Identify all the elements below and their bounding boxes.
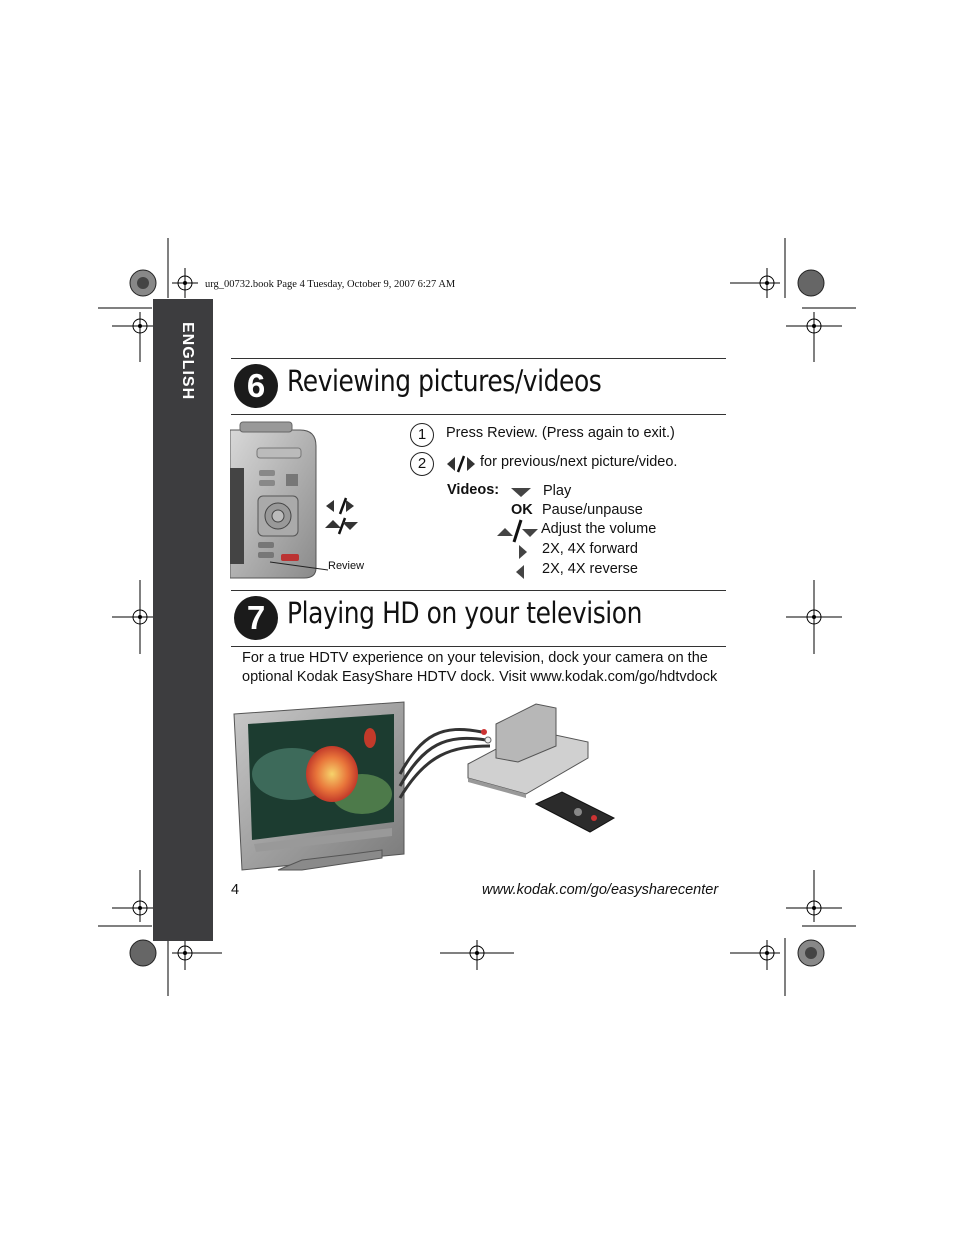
video-pause-text: Pause/unpause xyxy=(542,502,643,518)
language-label: ENGLISH xyxy=(168,318,210,401)
videos-label: Videos: xyxy=(447,482,500,498)
ok-button-label: OK xyxy=(511,502,533,518)
up-down-arrows-icon xyxy=(497,519,538,543)
video-volume-text: Adjust the volume xyxy=(541,521,657,537)
left-arrow-icon xyxy=(516,565,524,579)
section-7-top-rule xyxy=(231,590,726,591)
step-2-text: for previous/next picture/video. xyxy=(480,454,678,470)
review-callout-label: Review xyxy=(328,560,365,572)
footer-url: www.kodak.com/go/easysharecenter xyxy=(482,882,719,898)
step-2-number: 2 xyxy=(410,452,434,476)
language-side-tab xyxy=(153,299,213,941)
step-1-text: Press Review. (Press again to exit.) xyxy=(446,425,675,441)
video-forward-text: 2X, 4X forward xyxy=(542,541,638,557)
video-play-text: Play xyxy=(543,483,572,499)
hdtv-paragraph-line-2: optional Kodak EasyShare HDTV dock. Visi… xyxy=(242,669,718,685)
left-right-arrows-icon xyxy=(447,455,475,473)
down-arrow-icon xyxy=(511,488,531,497)
page-number: 4 xyxy=(231,882,240,898)
camera-back-illustration xyxy=(230,421,329,579)
hdtv-paragraph-line-1: For a true HDTV experience on your telev… xyxy=(242,650,708,666)
section-7-bottom-rule xyxy=(231,646,726,647)
section-6-title: Reviewing pictures/videos xyxy=(287,364,602,398)
section-6-top-rule xyxy=(231,358,726,359)
right-arrow-icon xyxy=(519,545,527,559)
section-7-title: Playing HD on your television xyxy=(287,596,643,630)
direction-arrows-icon xyxy=(325,497,358,535)
video-reverse-text: 2X, 4X reverse xyxy=(542,561,638,577)
language-label-text: ENGLISH xyxy=(179,322,196,401)
step-1-number: 1 xyxy=(410,423,434,447)
section-6-number: 6 xyxy=(234,364,278,408)
section-7-number: 7 xyxy=(234,596,278,640)
section-6-bottom-rule xyxy=(231,414,726,415)
hdtv-dock-illustration xyxy=(233,701,616,871)
print-meta: urg_00732.book Page 4 Tuesday, October 9… xyxy=(205,279,456,290)
